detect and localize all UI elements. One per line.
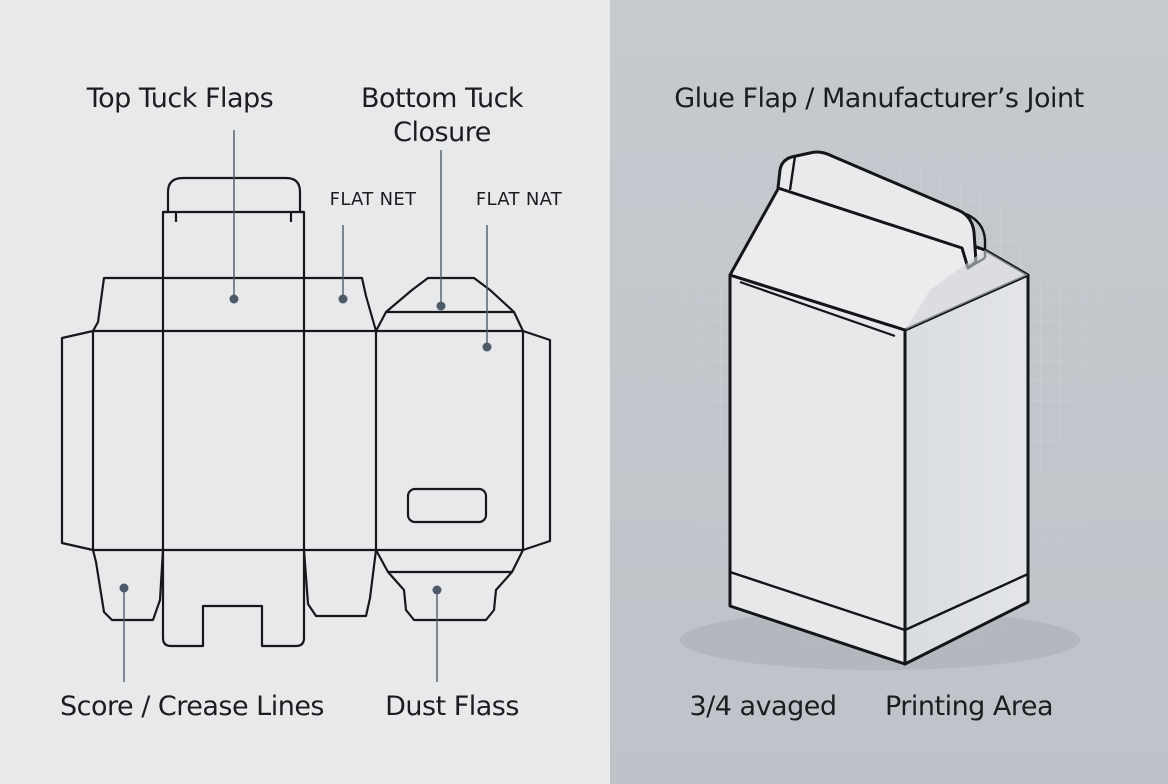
main-panels-outline — [91, 329, 525, 552]
carton-gable-fin — [776, 150, 978, 270]
bottom-closure-right — [375, 549, 524, 622]
bottom-tab-notched — [161, 550, 306, 648]
label-flat-nat: FLAT NAT — [475, 189, 563, 210]
side-flap-right — [522, 329, 552, 552]
leaders — [119, 130, 492, 682]
glue-flap-left — [60, 329, 94, 552]
dust-flap-top-left — [92, 276, 163, 332]
label-three-quarter: 3/4 avaged — [689, 691, 838, 722]
label-bottom-tuck-line1: Bottom Tuck — [360, 83, 524, 114]
label-top-tuck-flaps: Top Tuck Flaps — [86, 83, 274, 114]
dust-flap-bottom-mid — [302, 549, 378, 618]
window-cutout — [406, 487, 488, 524]
dot-top-tuck — [229, 294, 239, 304]
label-bottom-tuck-line2: Closure — [393, 117, 491, 148]
dot-bottom-tuck — [436, 301, 446, 311]
label-flat-net: FLAT NET — [329, 189, 417, 210]
carton-front-face — [728, 273, 907, 666]
bottom-tuck-top — [375, 276, 524, 332]
label-dust-flass: Dust Flass — [385, 691, 519, 722]
label-glue-flap: Glue Flap / Manufacturer’s Joint — [674, 83, 1084, 114]
label-printing-area: Printing Area — [884, 691, 1054, 722]
carton-side-face — [903, 273, 1030, 666]
dot-flat-net — [338, 294, 348, 304]
carton-3d — [728, 150, 1030, 666]
flat-net-dieline — [60, 176, 552, 648]
dot-flat-nat — [482, 342, 492, 352]
dust-flap-top-mid — [304, 276, 378, 332]
label-score-crease: Score / Crease Lines — [60, 691, 325, 722]
dust-flap-bottom-left — [91, 549, 165, 622]
roof-shade — [905, 250, 1028, 330]
